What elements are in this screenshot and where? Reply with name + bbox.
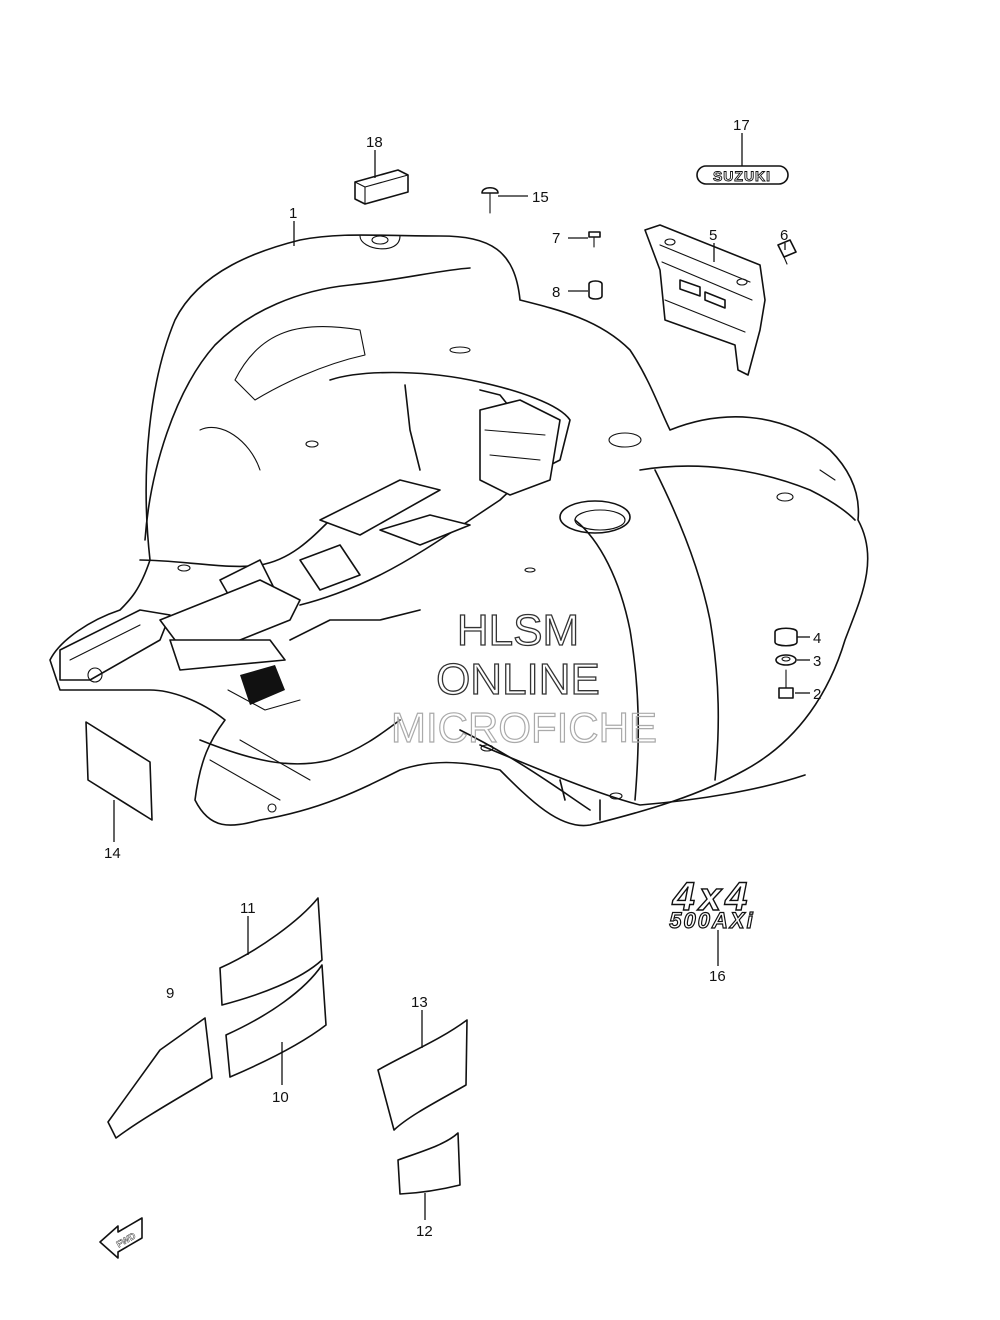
suzuki-emblem-text: SUZUKI [713,168,771,184]
watermark-line2: ONLINE [436,655,600,704]
screw-7 [588,231,601,248]
collar-8 [588,280,603,300]
callout-4: 4 [813,630,821,647]
callout-16: 16 [709,968,726,985]
watermark-line1: HLSM [457,606,579,655]
callout-7: 7 [552,230,560,247]
model-emblem: 4x4 500AXi [669,874,754,933]
watermark-line3: MICROFICHE [391,704,657,751]
callout-15: 15 [532,189,549,206]
decal-9 [107,1017,213,1139]
cushion-4 [774,627,798,647]
callout-13: 13 [411,994,428,1011]
callout-5: 5 [709,227,717,244]
decal-12 [397,1132,461,1195]
suzuki-emblem: SUZUKI [696,165,789,185]
decal-11 [219,897,323,1006]
model-emblem-top: 4x4 [672,875,752,919]
leader-lines [113,133,810,1220]
washer-3 [775,654,797,666]
block-18 [354,169,409,205]
watermark: HLSM ONLINE MICROFICHE [390,605,657,751]
callout-11: 11 [240,900,256,917]
decal-14 [85,721,153,821]
screw-15 [481,186,499,214]
callout-8: 8 [552,284,560,301]
fwd-arrow: FWD [99,1217,143,1259]
callout-9: 9 [166,985,174,1002]
callout-2: 2 [813,686,821,703]
model-emblem-bottom: 500AXi [669,908,754,933]
callout-14: 14 [104,845,121,862]
decal-13 [377,1019,468,1131]
bolt-2 [778,669,794,699]
callout-3: 3 [813,653,821,670]
callout-6: 6 [780,227,788,244]
fender-bracket [644,224,766,376]
decal-10 [225,964,327,1078]
rear-fender [49,234,869,827]
callout-18: 18 [366,134,383,151]
callout-10: 10 [272,1089,289,1106]
callouts: 1 2 3 4 5 6 7 8 9 10 11 12 13 14 15 16 1… [104,117,821,1240]
callout-12: 12 [416,1223,433,1240]
callout-17: 17 [733,117,750,134]
bolt-6 [777,239,797,265]
callout-1: 1 [289,205,297,222]
